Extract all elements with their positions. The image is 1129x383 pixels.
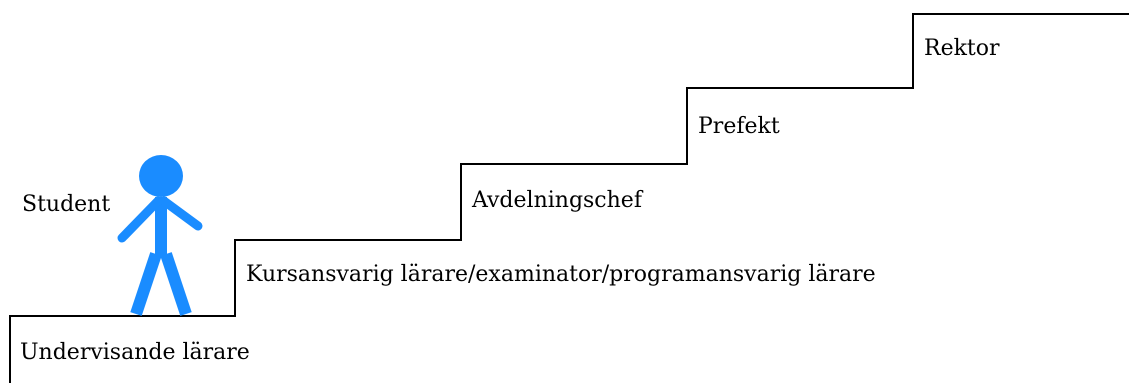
label-undervisande-larare: Undervisande lärare — [20, 340, 250, 365]
label-student: Student — [22, 192, 111, 217]
staircase-line — [9, 13, 1129, 383]
label-avdelningschef: Avdelningschef — [472, 188, 642, 213]
label-rektor: Rektor — [924, 36, 1000, 61]
stick-figure-person-icon — [117, 155, 203, 316]
label-kursansvarig-larare: Kursansvarig lärare/examinator/programan… — [246, 262, 876, 287]
label-prefekt: Prefekt — [698, 114, 780, 139]
